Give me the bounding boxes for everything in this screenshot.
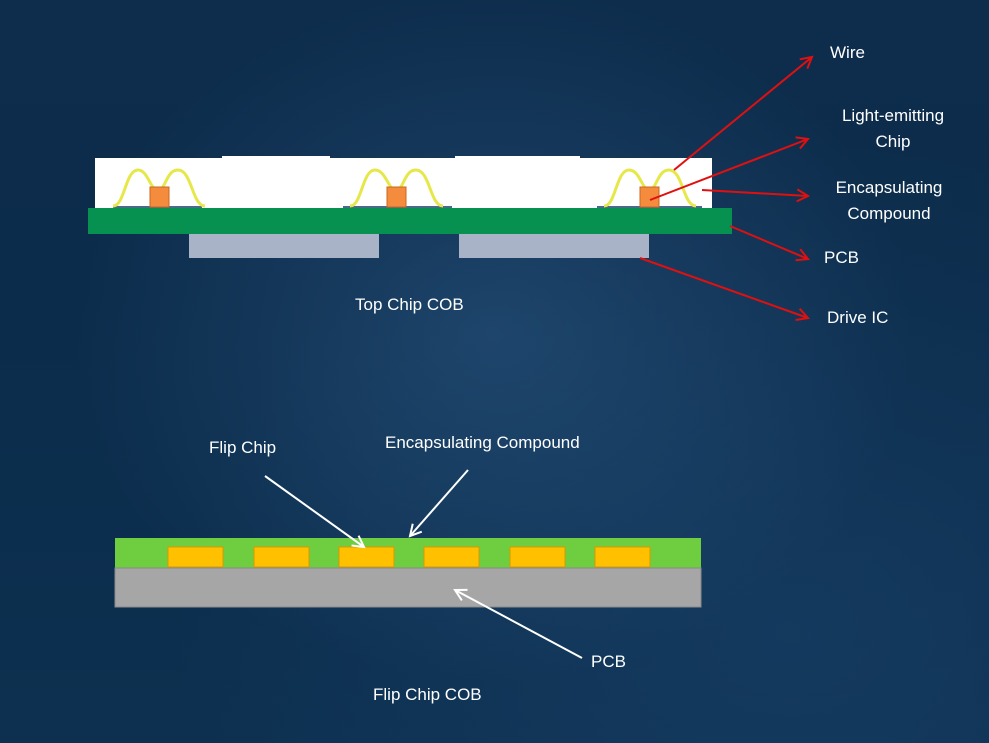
bond-wire xyxy=(648,168,697,208)
arrow-flip-chip xyxy=(264,475,364,547)
light-emitting-chip xyxy=(386,186,407,208)
led-chip-group-2 xyxy=(343,168,452,208)
flip-chip xyxy=(509,546,566,568)
flip-chip xyxy=(338,546,395,568)
flip-chip xyxy=(167,546,224,568)
bond-wire xyxy=(603,168,650,208)
arrow-wire xyxy=(673,57,812,171)
led-chip-group-1 xyxy=(112,168,206,208)
flip-pcb-board xyxy=(114,567,702,608)
label-pcb-bottom: PCB xyxy=(591,652,626,671)
drive-ic-left xyxy=(189,234,379,258)
bottom-callout-arrows xyxy=(264,469,583,659)
arrow-pcb xyxy=(729,225,808,259)
top-chip-cob-structure xyxy=(88,156,732,258)
label-flip-chip: Flip Chip xyxy=(209,438,277,457)
label-light-emitting-chip: Light-emitting Chip xyxy=(828,103,958,155)
label-encapsulating-compound-bottom: Encapsulating Compound xyxy=(385,433,580,452)
pcb-board xyxy=(88,208,732,234)
flip-chip xyxy=(253,546,310,568)
arrow-drive-ic xyxy=(639,257,808,318)
caption-flip-chip-cob: Flip Chip COB xyxy=(373,685,482,704)
label-light-emitting-chip-line2: Chip xyxy=(875,132,911,151)
flip-chip xyxy=(423,546,480,568)
caption-top-chip-cob: Top Chip COB xyxy=(355,295,464,314)
label-light-emitting-chip-line1: Light-emitting xyxy=(841,106,945,125)
arrow-encapsulating-compound xyxy=(701,190,808,196)
drive-ic-right xyxy=(459,234,649,258)
led-chip-group-3 xyxy=(597,168,702,208)
label-pcb: PCB xyxy=(824,248,859,267)
top-callout-arrows xyxy=(639,57,812,318)
arrow-encapsulating-compound-bottom xyxy=(410,469,469,536)
flip-chip-cob-structure xyxy=(114,538,702,608)
bond-wire xyxy=(112,168,159,208)
arrow-pcb-bottom xyxy=(455,590,583,659)
light-emitting-chip xyxy=(149,186,170,208)
label-encapsulating-compound-line1: Encapsulating xyxy=(835,178,943,197)
label-encapsulating-compound-line2: Compound xyxy=(847,204,931,223)
flip-chip xyxy=(594,546,651,568)
label-wire: Wire xyxy=(830,43,865,62)
label-encapsulating-compound: Encapsulating Compound xyxy=(822,175,956,227)
label-drive-ic: Drive IC xyxy=(827,308,889,327)
bond-wire xyxy=(157,168,206,208)
arrow-light-emitting-chip xyxy=(649,139,808,201)
bond-wire xyxy=(395,168,444,208)
bond-wire xyxy=(349,168,397,208)
